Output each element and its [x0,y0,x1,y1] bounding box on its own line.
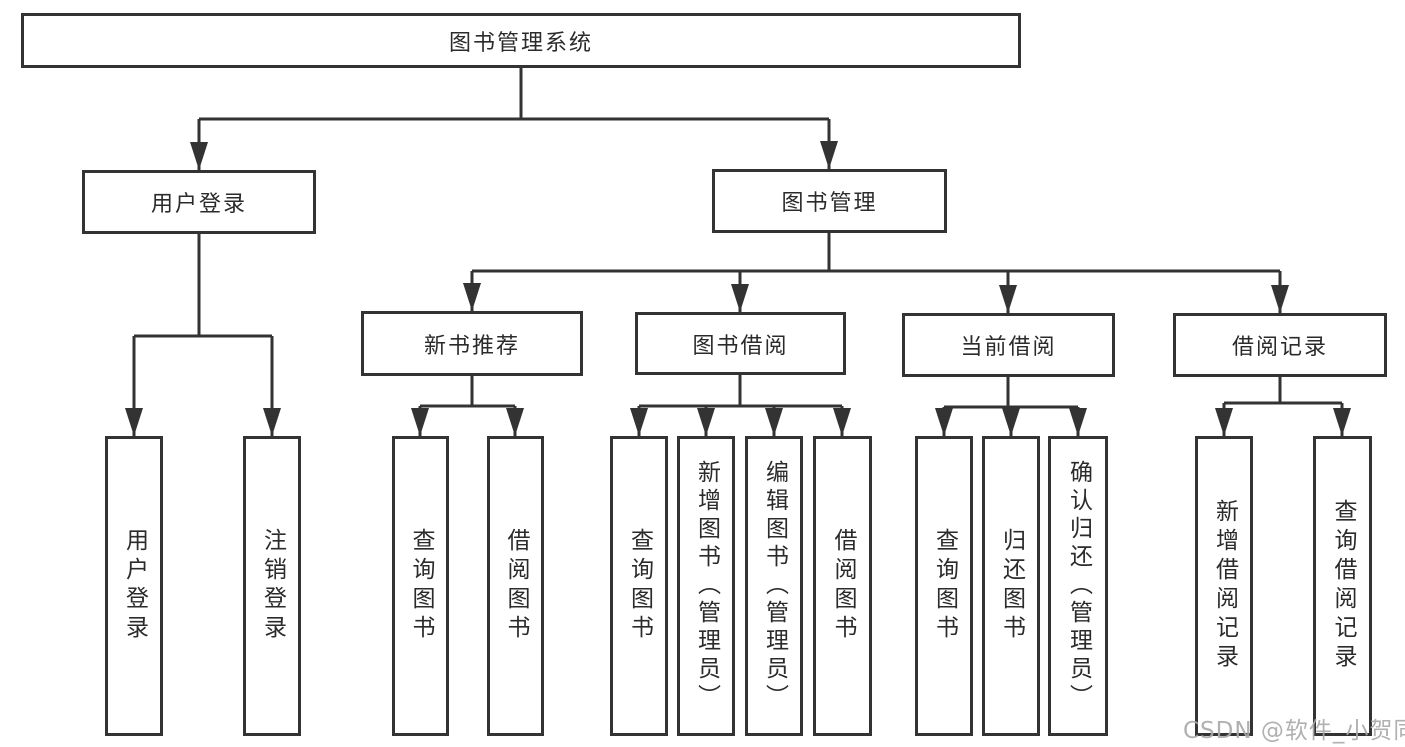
node-current-borrowing: 当前借阅 [902,313,1115,377]
leaf-user-login: 用户登录 [105,436,163,736]
leaf-add-borrow-record: 新增借阅记录 [1195,436,1253,736]
leaf-borrow-books-borrowing: 借阅图书 [813,436,872,736]
leaf-query-books-recommend: 查询图书 [392,436,449,736]
leaf-edit-book-admin: 编辑图书（管理员） [745,436,803,736]
node-user-login: 用户登录 [82,170,316,234]
csdn-watermark: CSDN @软件_小贺同学 [1183,718,1405,744]
node-book-borrowing: 图书借阅 [635,312,846,375]
leaf-confirm-return-admin: 确认归还（管理员） [1048,436,1108,736]
node-book-management: 图书管理 [712,169,947,233]
leaf-return-books: 归还图书 [982,436,1040,736]
leaf-borrow-books-recommend: 借阅图书 [487,436,544,736]
leaf-add-book-admin: 新增图书（管理员） [677,436,735,736]
node-library-management-system: 图书管理系统 [21,13,1021,68]
leaf-query-borrow-record: 查询借阅记录 [1313,436,1372,736]
leaf-query-books-current: 查询图书 [915,436,973,736]
leaf-query-books-borrowing: 查询图书 [610,436,668,736]
node-borrowing-records: 借阅记录 [1173,313,1387,377]
leaf-logout-login: 注销登录 [243,436,301,736]
node-new-book-recommendation: 新书推荐 [361,311,583,376]
